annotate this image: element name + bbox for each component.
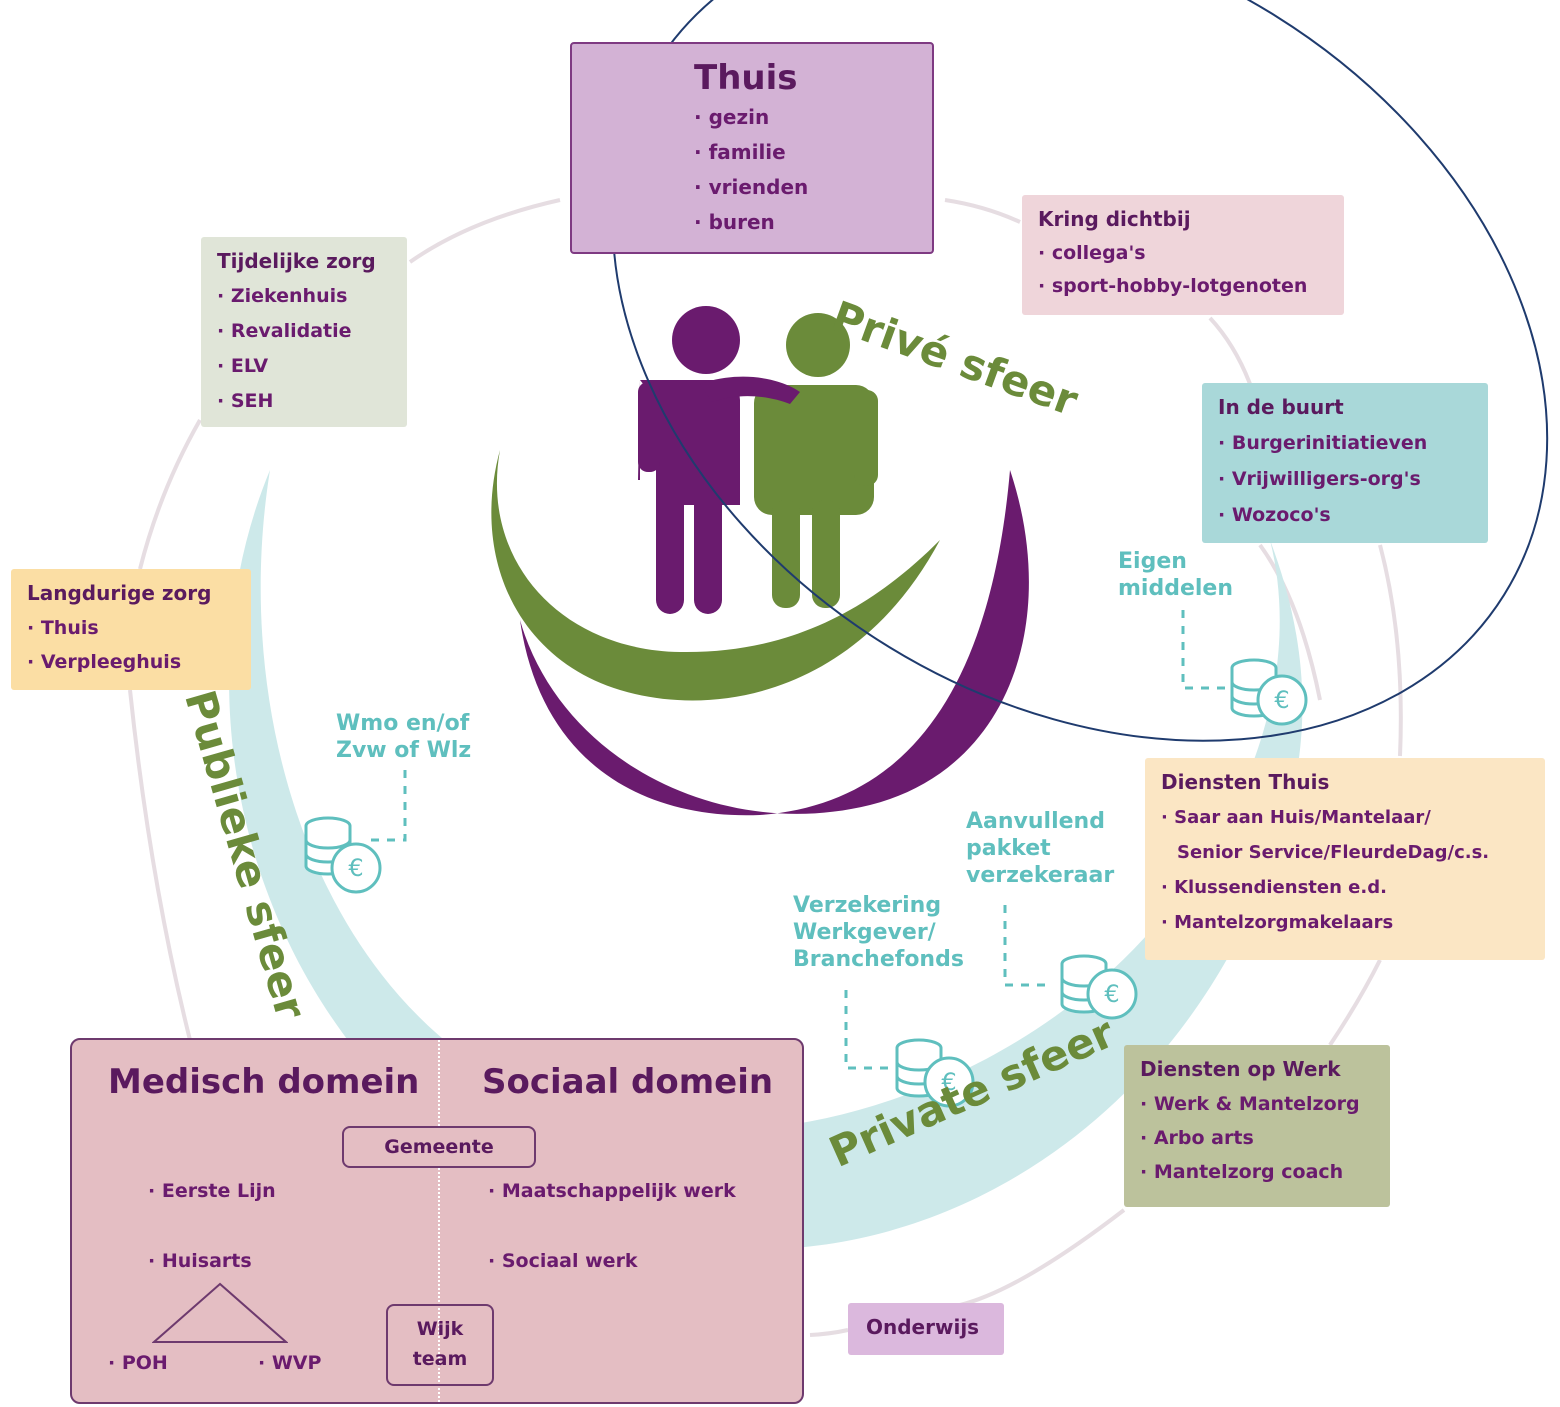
svg-text:€: € [1104, 980, 1119, 1008]
triangle-right-label: WVP [258, 1352, 322, 1374]
triangle-left-label: POH [108, 1352, 168, 1374]
list-item: Saar aan Huis/Mantelaar/ [1161, 800, 1529, 835]
gemeente-box: Gemeente [342, 1126, 536, 1168]
svg-text:€: € [1274, 686, 1289, 714]
coin-stack-icons: € € € € [304, 658, 1308, 1108]
outer-ring [128, 198, 1403, 1337]
teal-crescent [229, 470, 1303, 1250]
green-crescent [491, 450, 940, 701]
funding-line: Wmo en/of [336, 711, 470, 736]
list-item: collega's [1038, 237, 1328, 270]
list-item: Revalidatie [217, 314, 391, 349]
list-item: Vrijwilligers-org's [1218, 461, 1472, 497]
box-kring-dichtbij: Kring dichtbij collega's sport-hobby-lot… [1022, 195, 1344, 315]
funding-wmo: Wmo en/of Zvw of Wlz [336, 710, 471, 764]
list-item: sport-hobby-lotgenoten [1038, 270, 1328, 303]
funding-eigen-middelen: Eigen middelen [1118, 548, 1233, 602]
funding-aanvullend: Aanvullend pakket verzekeraar [966, 808, 1114, 889]
funding-line: Zvw of Wlz [336, 738, 472, 763]
box-diensten-thuis: Diensten Thuis Saar aan Huis/Mantelaar/ … [1145, 758, 1545, 960]
box-thuis: Thuis gezin familie vrienden buren [570, 42, 934, 254]
list-item: ELV [217, 349, 391, 384]
box-title: Thuis [694, 58, 798, 98]
list-item: Mantelzorgmakelaars [1161, 905, 1529, 940]
list-item: SEH [217, 384, 391, 419]
list-item: Ziekenhuis [217, 279, 391, 314]
sociaal-item: Maatschappelijk werk [488, 1180, 736, 1202]
box-langdurige-zorg: Langdurige zorg Thuis Verpleeghuis [11, 569, 251, 690]
arm-shape [700, 376, 800, 404]
funding-line: Aanvullend [966, 809, 1105, 834]
funding-line: Werkgever/ [793, 920, 936, 945]
list-item: vrienden [694, 170, 916, 205]
medisch-item: Huisarts [148, 1250, 252, 1272]
sociaal-item: Sociaal werk [488, 1250, 638, 1272]
list-item: Arbo arts [1140, 1121, 1374, 1155]
medisch-domein-title: Medisch domein [108, 1062, 420, 1102]
box-tijdelijke-zorg: Tijdelijke zorg Ziekenhuis Revalidatie E… [201, 237, 407, 427]
medisch-item: Eerste Lijn [148, 1180, 276, 1202]
list-item: Mantelzorg coach [1140, 1155, 1374, 1189]
list-item: familie [694, 135, 916, 170]
list-item: Burgerinitiatieven [1218, 425, 1472, 461]
coin-stack-icon: € [1230, 658, 1308, 726]
funding-line: Branchefonds [793, 947, 964, 972]
list-item: Werk & Mantelzorg [1140, 1087, 1374, 1121]
sociaal-domein-title: Sociaal domein [482, 1062, 774, 1102]
box-title: Tijdelijke zorg [217, 249, 376, 273]
list-item: buren [694, 205, 916, 240]
box-title: Langdurige zorg [27, 581, 212, 605]
funding-line: Eigen [1118, 549, 1187, 574]
funding-line: middelen [1118, 576, 1234, 601]
funding-line: verzekeraar [966, 863, 1115, 888]
list-item: gezin [694, 100, 916, 135]
box-domein: Medisch domein Sociaal domein Gemeente E… [70, 1038, 804, 1406]
triangle-shape [152, 1282, 288, 1343]
list-item: Thuis [27, 611, 235, 645]
list-item: Klussendiensten e.d. [1161, 870, 1529, 905]
person-purple-icon [638, 306, 740, 614]
box-title: Diensten Thuis [1161, 770, 1330, 794]
box-title: Onderwijs [866, 1315, 980, 1339]
box-title: Kring dichtbij [1038, 207, 1191, 231]
box-onderwijs: Onderwijs [848, 1303, 1004, 1355]
wijkteam-line: Wijk [416, 1318, 464, 1340]
coin-stack-icon: € [895, 1038, 975, 1108]
list-item: Wozoco's [1218, 497, 1472, 533]
box-title: In de buurt [1218, 395, 1344, 419]
box-title: Diensten op Werk [1140, 1057, 1341, 1081]
wijkteam-line: team [412, 1348, 468, 1370]
domain-divider [438, 1040, 440, 1406]
list-item-continuation: Senior Service/FleurdeDag/c.s. [1177, 842, 1490, 863]
svg-text:€: € [348, 854, 363, 882]
coin-stack-icon: € [1060, 954, 1138, 1020]
funding-line: Verzekering [793, 893, 942, 918]
funding-line: pakket [966, 836, 1051, 861]
box-diensten-op-werk: Diensten op Werk Werk & Mantelzorg Arbo … [1124, 1045, 1390, 1207]
box-in-de-buurt: In de buurt Burgerinitiatieven Vrijwilli… [1202, 383, 1488, 543]
list-item: Verpleeghuis [27, 645, 235, 679]
coin-stack-icon: € [304, 816, 382, 894]
funding-connectors [370, 610, 1232, 1070]
wijkteam-box: Wijk team [386, 1304, 494, 1386]
svg-text:€: € [941, 1068, 956, 1096]
funding-verzekering: Verzekering Werkgever/ Branchefonds [793, 892, 964, 973]
person-green-icon [754, 313, 878, 608]
